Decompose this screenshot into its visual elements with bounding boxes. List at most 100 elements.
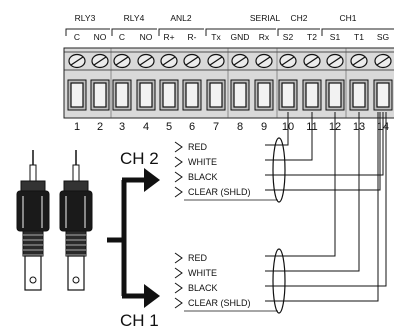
terminal-opening — [185, 82, 199, 108]
terminal-opening — [209, 82, 223, 108]
wire-path — [265, 112, 379, 302]
screw-slot — [70, 56, 84, 66]
terminal-opening — [305, 82, 319, 108]
group-header-anl2: ANL2 — [170, 13, 192, 23]
terminal-number: 6 — [189, 121, 195, 133]
probe-tip — [67, 255, 85, 291]
terminal-number: 8 — [237, 121, 243, 133]
probe-body — [16, 190, 50, 232]
screw-slot — [162, 56, 176, 66]
wire-chevron — [174, 141, 183, 153]
probe-cap — [63, 180, 89, 192]
wire-label-red: RED — [188, 142, 208, 152]
terminal-opening — [139, 82, 153, 108]
group-header-rly4: RLY4 — [124, 13, 145, 23]
wire-path — [265, 112, 381, 191]
terminal-label: SG — [377, 32, 389, 42]
wire-chevron — [174, 252, 183, 264]
screw-slot — [352, 56, 366, 66]
terminal-label: R+ — [163, 32, 174, 42]
terminal-label: R- — [188, 32, 197, 42]
terminal-number: 4 — [143, 121, 149, 133]
screw-slot — [139, 56, 153, 66]
screw-slot — [185, 56, 199, 66]
terminal-opening — [257, 82, 271, 108]
wire-path — [265, 112, 313, 161]
terminal-label: S1 — [330, 32, 341, 42]
channel-label-ch2: CH 2 — [120, 149, 159, 168]
wire-path — [265, 112, 387, 287]
probe-sensor-hole — [72, 276, 80, 284]
terminal-number: 7 — [213, 121, 219, 133]
screw-slot — [328, 56, 342, 66]
channel-label-ch1: CH 1 — [120, 311, 159, 329]
terminal-label: NO — [94, 32, 107, 42]
terminal-opening — [281, 82, 295, 108]
wire-chevron — [174, 267, 183, 279]
probe-highlight — [65, 196, 86, 228]
wire-chevron — [174, 282, 183, 294]
wire-bundle-loop — [272, 248, 286, 314]
wire-chevron — [174, 171, 183, 183]
terminal-label: Tx — [211, 32, 221, 42]
probe-sensor-hole — [29, 276, 37, 284]
screw-slot — [93, 56, 107, 66]
terminal-label: T2 — [307, 32, 317, 42]
terminal-label: S2 — [283, 32, 294, 42]
screw-slot — [209, 56, 223, 66]
wire-path — [265, 112, 384, 176]
terminal-label: GND — [231, 32, 250, 42]
sensor-probe-left — [16, 150, 50, 291]
arrow-ch1 — [144, 284, 160, 308]
screw-slot — [376, 56, 390, 66]
terminal-label: NO — [140, 32, 153, 42]
probe-strain-relief — [72, 164, 80, 182]
terminal-number: 3 — [119, 121, 125, 133]
probe-tip — [24, 255, 42, 291]
wire-chevron — [174, 156, 183, 168]
wire-label-clear-shld-: CLEAR (SHLD) — [188, 187, 251, 197]
wire-path — [265, 112, 360, 272]
terminal-opening — [376, 82, 390, 108]
group-header-serial: SERIAL — [250, 13, 281, 23]
terminal-opening — [328, 82, 342, 108]
screw-slot — [233, 56, 247, 66]
terminal-opening — [115, 82, 129, 108]
terminal-label: Rx — [259, 32, 270, 42]
group-header-ch2: CH2 — [290, 13, 307, 23]
group-header-rly3: RLY3 — [75, 13, 96, 23]
wire-chevron — [174, 297, 183, 309]
probe-highlight — [22, 196, 43, 228]
terminal-number: 5 — [166, 121, 172, 133]
wire-path — [265, 112, 289, 146]
wire-label-white: WHITE — [188, 268, 217, 278]
terminal-opening — [162, 82, 176, 108]
probe-body — [59, 190, 93, 232]
terminal-number: 1 — [74, 121, 80, 133]
screw-slot — [305, 56, 319, 66]
probe-cap — [20, 180, 46, 192]
screw-slot — [281, 56, 295, 66]
arrow-ch2 — [144, 168, 160, 192]
wire-label-red: RED — [188, 253, 208, 263]
group-bracket-5 — [321, 28, 394, 36]
terminal-number: 9 — [261, 121, 267, 133]
group-bracket-3 — [205, 28, 276, 36]
terminal-opening — [233, 82, 247, 108]
wire-label-black: BLACK — [188, 172, 218, 182]
group-bracket-2 — [158, 28, 204, 36]
wire-label-black: BLACK — [188, 283, 218, 293]
terminal-opening — [93, 82, 107, 108]
screw-slot — [257, 56, 271, 66]
sensor-probe-right — [59, 150, 93, 291]
wire-chevron — [174, 186, 183, 198]
screw-slot — [115, 56, 129, 66]
group-bracket-1 — [111, 28, 157, 36]
group-bracket-0 — [65, 28, 110, 36]
terminal-number: 2 — [97, 121, 103, 133]
terminal-block — [63, 47, 394, 119]
